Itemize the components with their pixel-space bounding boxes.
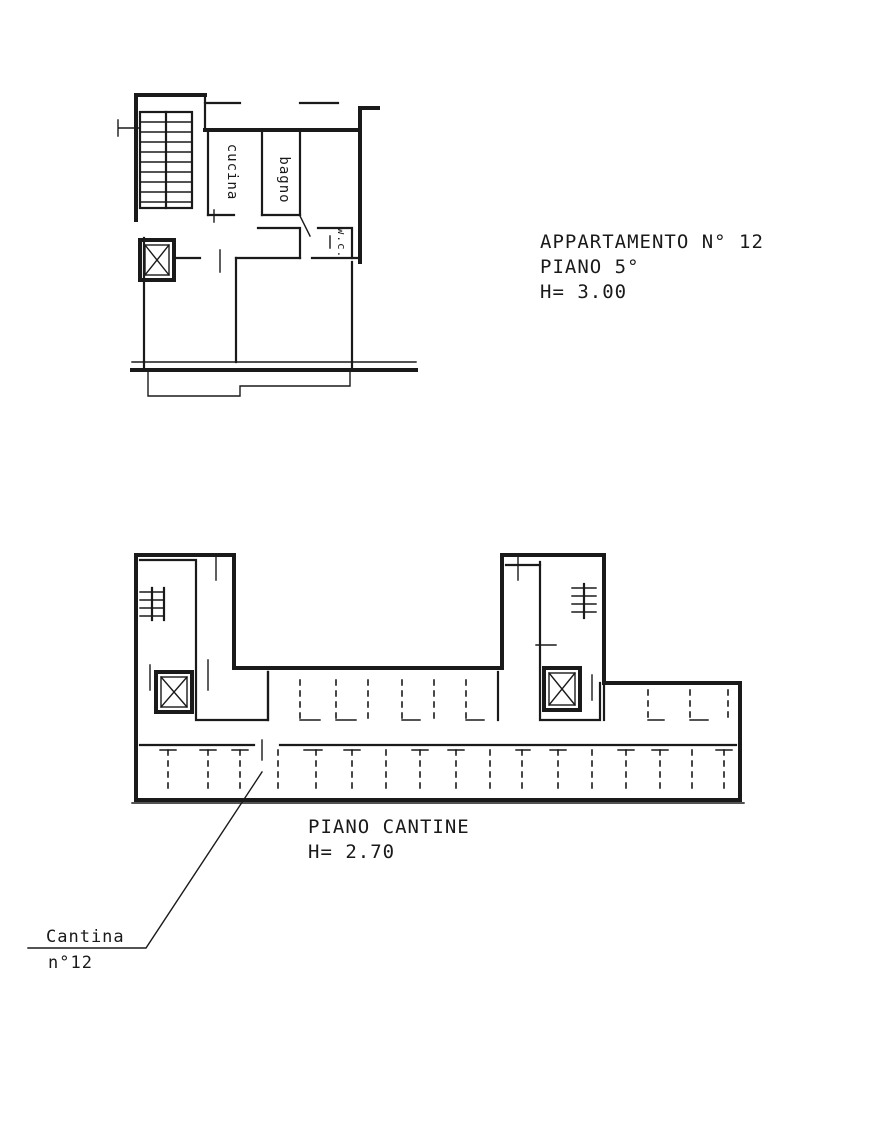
room-label-bathroom: bagno (276, 156, 292, 203)
apt-stair (117, 110, 194, 210)
apartment-plan (117, 93, 418, 397)
basement-height: H= 2.70 (308, 841, 395, 863)
left-door-marks (149, 555, 217, 691)
cellar-row-walls (266, 670, 500, 722)
right-door-marks (517, 555, 593, 701)
basement-outline (134, 553, 742, 802)
apt-elevator (138, 238, 176, 282)
right-elevator (542, 666, 582, 712)
apt-door-marks (213, 209, 331, 273)
right-cellar-dividers (647, 689, 729, 721)
apartment-height: H= 3.00 (540, 281, 627, 303)
left-elevator (154, 670, 194, 714)
lower-cellar-dividers (167, 749, 725, 793)
apt-partition (256, 226, 302, 260)
basement-plan (131, 553, 745, 804)
right-stair (571, 582, 597, 620)
callout-number: n°12 (48, 953, 93, 973)
apartment-floor: PIANO 5° (540, 256, 640, 278)
cellar-12-leader-line (27, 771, 263, 949)
right-core-wall (538, 560, 602, 722)
room-label-kitchen: cucina (224, 144, 240, 201)
apt-balcony (147, 371, 351, 397)
callout-name: Cantina (46, 927, 125, 947)
upper-cellar-dividers (299, 679, 467, 721)
room-label-wc: w.c. (335, 228, 348, 259)
apt-wall-top (203, 106, 380, 132)
apartment-title: APPARTAMENTO N° 12 (540, 231, 764, 253)
left-stair (139, 586, 166, 622)
apt-wc-wall (316, 226, 354, 260)
basement-title: PIANO CANTINE (308, 816, 470, 838)
